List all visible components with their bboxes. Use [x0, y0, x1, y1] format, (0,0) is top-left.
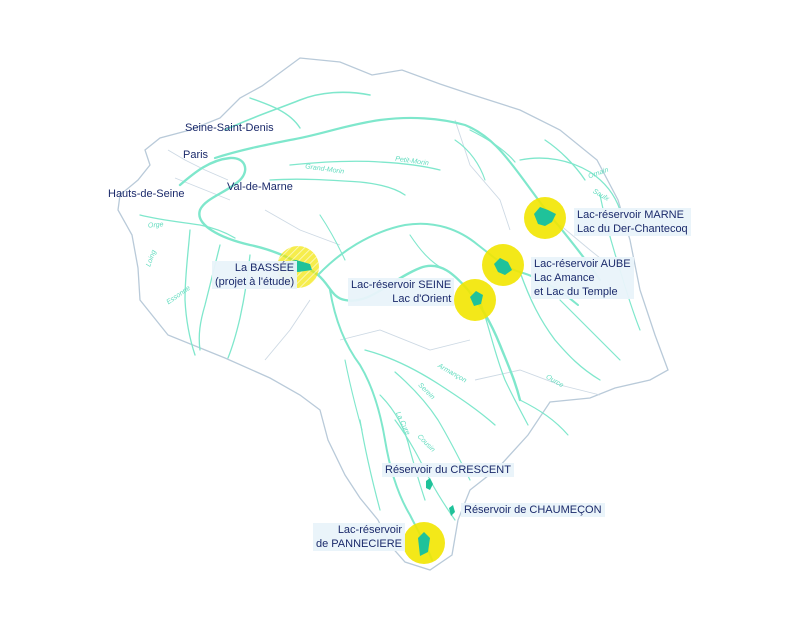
seine-line2: Lac d'Orient — [392, 293, 452, 305]
lac-orient — [470, 291, 483, 306]
label-lac-reservoir-aube: Lac-réservoir AUBE Lac Amance et Lac du … — [531, 257, 634, 299]
aube-line3: et Lac du Temple — [534, 286, 618, 298]
lac-panneciere — [418, 532, 430, 556]
rivers — [139, 91, 641, 561]
lac-amance-temple — [494, 258, 512, 275]
basin-outline — [117, 57, 669, 571]
label-lac-reservoir-panneciere: Lac-réservoir de PANNECIERE — [313, 523, 405, 551]
marne-line2: Lac du Der-Chantecoq — [577, 223, 688, 235]
aube-line2: Lac Amance — [534, 272, 595, 284]
bassee-line2: (projet à l'étude) — [215, 276, 295, 288]
label-seine-saint-denis: Seine-Saint-Denis — [185, 122, 274, 134]
panneciere-line1: Lac-réservoir — [337, 524, 402, 536]
label-val-de-marne: Val-de-Marne — [227, 181, 293, 193]
label-lac-reservoir-marne: Lac-réservoir MARNE Lac du Der-Chantecoq — [574, 208, 691, 236]
marne-line1: Lac-réservoir MARNE — [577, 209, 684, 221]
panneciere-line2: de PANNECIERE — [316, 538, 402, 550]
reservoir-crescent — [426, 478, 433, 490]
bassee-line1: La BASSÉE — [234, 262, 295, 274]
label-reservoir-chaumecon: Réservoir de CHAUMEÇON — [461, 503, 605, 517]
label-lac-reservoir-seine: Lac-réservoir SEINE Lac d'Orient — [348, 278, 455, 306]
reservoir-chaumecon — [449, 505, 455, 516]
label-la-bassee: La BASSÉE (projet à l'étude) — [212, 261, 298, 289]
label-paris: Paris — [183, 149, 209, 161]
seine-line1: Lac-réservoir SEINE — [351, 279, 452, 291]
label-hauts-de-seine: Hauts-de-Seine — [108, 188, 185, 200]
label-reservoir-crescent: Réservoir du CRESCENT — [382, 463, 514, 477]
lac-der-chantecoq — [534, 207, 556, 226]
river-label-orge: Orge — [147, 221, 164, 230]
aube-line1: Lac-réservoir AUBE — [534, 258, 631, 270]
